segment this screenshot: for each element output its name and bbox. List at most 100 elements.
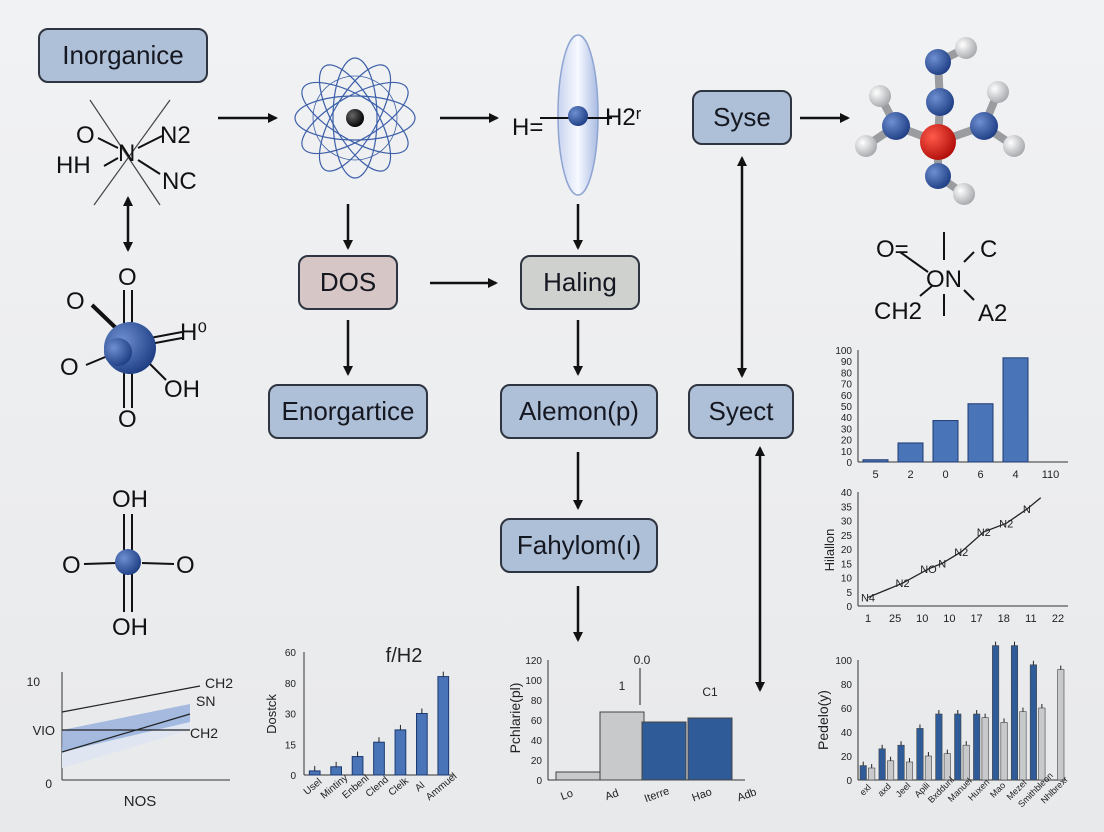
x-tick-label: Iterre (643, 785, 671, 805)
series-label: CH2 (190, 725, 218, 741)
bar (981, 717, 989, 781)
x-tick-label: 25 (889, 613, 901, 625)
x-tick-label: 17 (970, 613, 982, 625)
y-tick-label: 50 (841, 402, 853, 413)
x-tick-label: Clelk (387, 775, 412, 798)
x-tick-label: Ad (604, 787, 621, 803)
label-m4-on: ON (926, 266, 962, 293)
label-m2-o-top: O (118, 264, 137, 291)
x-tick-label: 2 (907, 469, 913, 481)
x-tick-label: 0 (942, 469, 948, 481)
y-tick-label: 25 (841, 531, 853, 542)
bar-annotation: 1 (619, 679, 626, 693)
y-tick-label: 40 (841, 728, 853, 739)
bar (1010, 645, 1019, 781)
y-tick-label: 120 (525, 656, 542, 667)
label-h-right: H2ʳ (605, 104, 642, 131)
y-tick-label: 20 (841, 752, 853, 763)
series-line (61, 713, 191, 753)
label-m1-nc: NC (162, 168, 197, 195)
label-m2-o-bot: O (118, 406, 137, 433)
series-label: SN (196, 693, 215, 709)
point-label: N2 (977, 527, 991, 539)
box-fahylom: Fahylom(ı) (500, 518, 658, 573)
bar-annotation: 0.0 (634, 653, 651, 667)
label-m2-oh: OH (164, 376, 200, 403)
label-m3-oh-bot: OH (112, 614, 148, 641)
bar (1038, 707, 1046, 781)
label-m1-n: N (118, 140, 136, 167)
bar (935, 713, 943, 781)
label-m4-c: C (980, 236, 998, 263)
y-tick-label: 15 (841, 559, 853, 570)
molecule-on-structure (899, 232, 975, 316)
bar (1029, 664, 1037, 781)
x-tick-label: 110 (1042, 469, 1060, 481)
point-label: N (1023, 504, 1031, 516)
label-m1-o: O (76, 122, 95, 149)
ball-stick-molecule (855, 37, 1025, 205)
y-tick-label: 60 (285, 648, 297, 659)
bar (862, 459, 889, 463)
y-tick-label: 60 (841, 391, 853, 402)
y-tick-label: 0 (846, 602, 852, 613)
y-tick-label: 100 (835, 656, 852, 667)
label-m3-o-left: O (62, 552, 81, 579)
bar (973, 713, 981, 781)
bar (905, 761, 914, 781)
bar (897, 744, 905, 781)
bar (373, 741, 385, 776)
box-syse: Syse (692, 90, 792, 145)
series-line (867, 497, 1042, 599)
bar-annotation: C1 (702, 685, 718, 699)
x-tick-label: Al (413, 780, 427, 794)
y-tick-label: 10 (841, 447, 853, 458)
x-tick-label: Adb (736, 786, 759, 804)
x-tick-label: 22 (1052, 613, 1064, 625)
x-tick-label: exl (858, 782, 873, 797)
y-tick-label: 30 (285, 710, 297, 721)
bar (437, 676, 450, 776)
series-line (61, 685, 201, 713)
y-tick-label: 80 (841, 368, 853, 379)
x-tick-label: 6 (977, 469, 983, 481)
x-tick-label: Lo (559, 787, 575, 802)
bar (330, 766, 342, 776)
bar (878, 748, 886, 781)
y-tick-label: 90 (841, 357, 853, 368)
x-axis-label: NOS (124, 793, 157, 810)
y-tick-label: 60 (841, 704, 853, 715)
bar (555, 771, 601, 781)
label-m3-o-right: O (176, 552, 195, 579)
y-tick-label: 0 (45, 777, 52, 791)
y-tick-label: 20 (841, 545, 853, 556)
box-alemon: Alemon(p) (500, 384, 658, 439)
bar (1057, 669, 1065, 781)
bar (1000, 722, 1008, 781)
molecule-n-structure (89, 99, 171, 206)
y-tick-label: 60 (531, 716, 543, 727)
bar (916, 728, 924, 781)
y-tick-label: 30 (841, 424, 853, 435)
x-tick-label: 1 (865, 613, 871, 625)
series-label: CH2 (205, 675, 233, 691)
bar (967, 403, 994, 463)
point-label: N4 (861, 592, 875, 604)
bar (687, 717, 733, 781)
x-tick-label: Hao (690, 786, 713, 804)
x-tick-label: 4 (1012, 469, 1018, 481)
y-axis-label: Pchlarie(pl) (507, 683, 523, 754)
point-label: N (938, 558, 946, 570)
y-tick-label: 20 (531, 756, 543, 767)
y-tick-label: VIO (33, 723, 55, 738)
bar (1019, 711, 1027, 781)
box-dos: DOS (298, 255, 398, 310)
bar (599, 711, 645, 781)
y-tick-label: 80 (841, 680, 853, 691)
bar (868, 767, 876, 781)
y-tick-label: 10 (27, 675, 41, 689)
y-tick-label: 0 (846, 458, 852, 469)
point-label: NO (920, 564, 937, 576)
bar (1002, 357, 1029, 463)
